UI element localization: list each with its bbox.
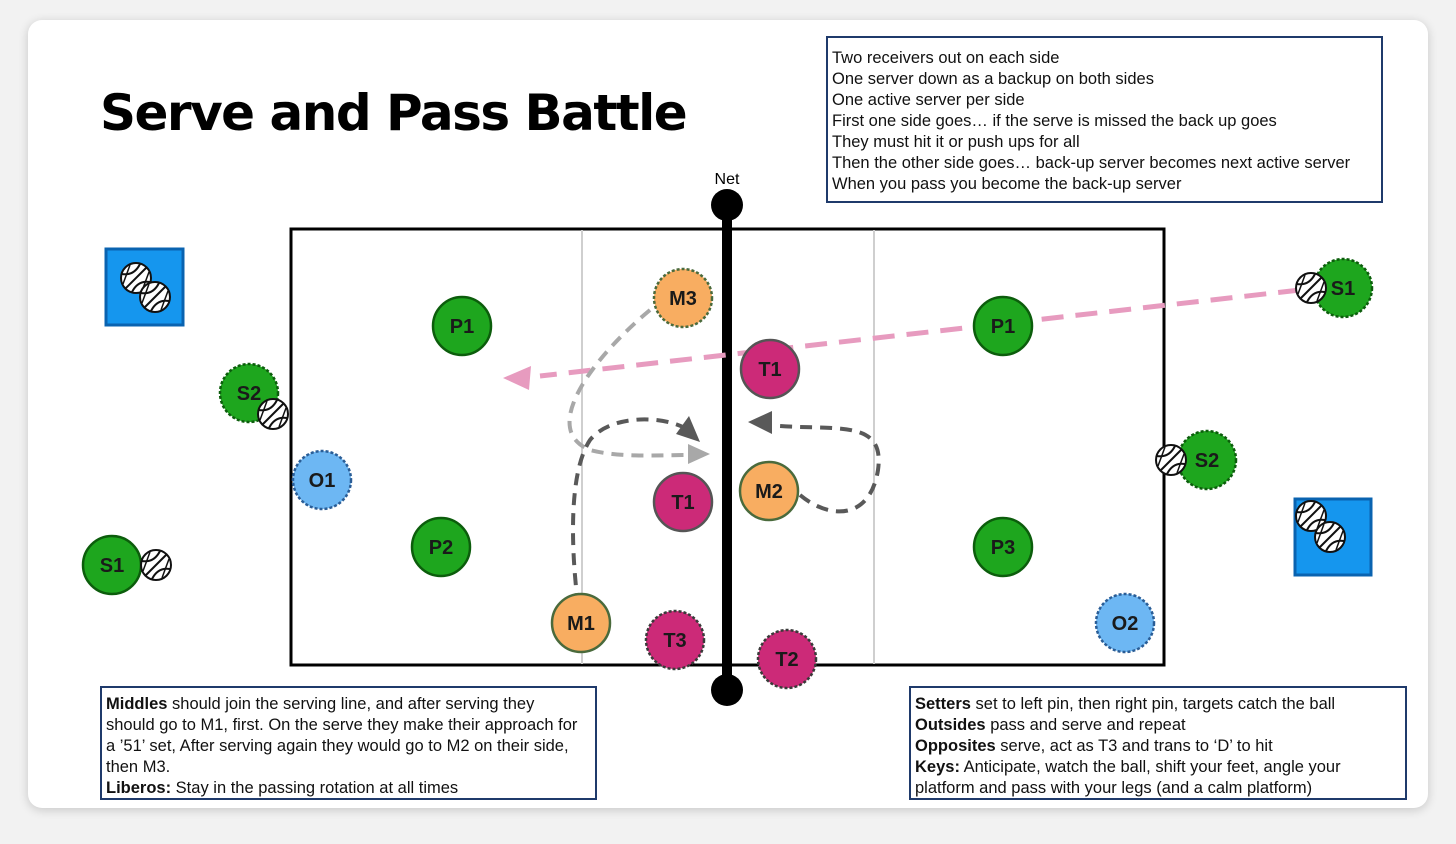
outsides-label: Outsides [915,716,986,734]
net-post-top [711,189,743,221]
page-title: Serve and Pass Battle [100,84,688,142]
drill-notes-box: Two receivers out on each side One serve… [826,36,1383,203]
liberos-line: Liberos: Stay in the passing rotation at… [106,778,591,799]
svg-text:T1: T1 [758,359,781,381]
player-t3: T3 [644,609,706,671]
player-m2: M2 [738,460,800,522]
svg-text:T1: T1 [671,492,694,514]
player-t1-left: T1 [652,471,714,533]
net-post-bottom [711,674,743,706]
player-m3: M3 [652,267,714,329]
outsides-line: Outsides pass and serve and repeat [915,715,1401,736]
setters-text: set to left pin, then right pin, targets… [970,695,1336,713]
keys-text: platform and pass with your legs (and a … [915,779,1313,797]
setters-line: Setters set to left pin, then right pin,… [915,694,1401,715]
svg-text:P1: P1 [991,316,1015,338]
svg-text:M3: M3 [669,288,697,310]
middle-path-m3 [567,308,691,458]
serve-arrowhead [503,366,531,390]
note-line: First one side goes… if the serve is mis… [832,112,1277,130]
setters-label: Setters [915,695,971,713]
middles-text: then M3. [106,758,171,776]
middle-path-m2 [779,424,881,514]
middles-line: Middles should join the serving line, an… [106,694,591,715]
player-right-p1: P1 [972,295,1034,357]
note-line: Then the other side goes… back-up server… [832,154,1351,172]
player-right-o2: O2 [1094,592,1156,654]
note-line: Two receivers out on each side [832,49,1060,67]
player-left-o1: O1 [291,449,353,511]
player-m1: M1 [550,592,612,654]
middle-path-m1 [571,417,686,606]
middle-path-m1-arrowhead [676,416,700,442]
roles-keys-box: Setters set to left pin, then right pin,… [909,686,1407,800]
middles-text: should join the serving line, and after … [167,695,535,713]
opposites-text: serve, act as T3 and trans to ‘D’ to hit [995,737,1273,755]
outsides-text: pass and serve and repeat [985,716,1186,734]
keys-label: Keys: [915,758,960,776]
liberos-label: Liberos: [106,779,172,797]
svg-text:M2: M2 [755,481,783,503]
net-label: Net [715,171,740,188]
opposites-label: Opposites [915,737,996,755]
middles-label: Middles [106,695,168,713]
svg-text:S1: S1 [1331,278,1355,300]
svg-text:O2: O2 [1112,613,1139,635]
player-t1-right: T1 [739,338,801,400]
keys-text: Anticipate, watch the ball, shift your f… [959,758,1341,776]
middles-text: should go to M1, first. On the serve the… [106,716,578,734]
player-t2: T2 [756,628,818,690]
svg-text:P3: P3 [991,537,1015,559]
svg-text:S2: S2 [1195,450,1219,472]
player-left-s1: S1 [81,534,172,596]
middle-path-m2-arrowhead [748,411,772,434]
ball-cart-left [104,247,185,327]
svg-text:P2: P2 [429,537,453,559]
svg-text:M1: M1 [567,613,595,635]
player-left-s2: S2 [218,362,289,430]
svg-text:T3: T3 [663,630,686,652]
player-right-p3: P3 [972,516,1034,578]
liberos-text: Stay in the passing rotation at all time… [171,779,459,797]
note-line: One server down as a backup on both side… [832,70,1154,88]
opposites-line: Opposites serve, act as T3 and trans to … [915,736,1401,757]
player-left-p1: P1 [431,295,493,357]
player-right-s2: S2 [1155,429,1238,491]
keys-line: Keys: Anticipate, watch the ball, shift … [915,757,1401,778]
player-left-p2: P2 [410,516,472,578]
svg-text:T2: T2 [775,649,798,671]
svg-text:S2: S2 [237,383,261,405]
ball-cart-right [1293,497,1373,577]
serve-path-arrow [539,287,1301,379]
note-line: They must hit it or push ups for all [832,133,1080,151]
middles-text: a ’51’ set, After serving again they wou… [106,737,569,755]
note-line: One active server per side [832,91,1025,109]
middles-liberos-box: Middles should join the serving line, an… [100,686,597,800]
player-right-s1: S1 [1295,257,1374,319]
svg-text:S1: S1 [100,555,124,577]
svg-text:O1: O1 [309,470,336,492]
svg-text:P1: P1 [450,316,474,338]
note-line: When you pass you become the back-up ser… [832,175,1182,193]
middle-path-m3-arrowhead [688,444,710,464]
